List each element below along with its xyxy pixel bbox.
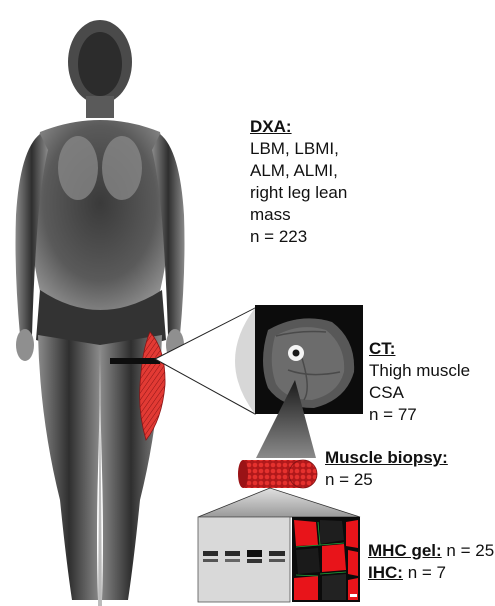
biopsy-label: Muscle biopsy: n = 25 <box>325 447 485 491</box>
mhc-heading: MHC gel: <box>368 541 442 560</box>
ct-thigh-cross-section <box>255 305 363 414</box>
ihc-heading: IHC: <box>368 563 403 582</box>
ct-line: Thigh muscle <box>369 360 489 382</box>
assay-label: MHC gel: n = 25 IHC: n = 7 <box>368 540 493 584</box>
dxa-line: LBM, LBMI, <box>250 138 390 160</box>
ihc-sample-size: n = 7 <box>408 563 446 582</box>
dxa-sample-size: n = 223 <box>250 226 390 248</box>
dxa-body-silhouette <box>16 20 185 606</box>
biopsy-sample-size: n = 25 <box>325 469 485 491</box>
dxa-label: DXA: LBM, LBMI, ALM, ALMI, right leg lea… <box>250 116 390 248</box>
dxa-line: mass <box>250 204 390 226</box>
ct-sample-size: n = 77 <box>369 404 489 426</box>
biopsy-heading: Muscle biopsy: <box>325 447 485 469</box>
biopsy-to-assay-cone <box>198 488 360 517</box>
mhc-row: MHC gel: n = 25 <box>368 540 493 562</box>
muscle-biopsy-cylinder <box>238 460 317 488</box>
dxa-line: right leg lean <box>250 182 390 204</box>
ct-label: CT: Thigh muscle CSA n = 77 <box>369 338 489 426</box>
ihc-row: IHC: n = 7 <box>368 562 493 584</box>
ct-heading: CT: <box>369 338 489 360</box>
ihc-fiber-image <box>292 517 360 602</box>
ct-line: CSA <box>369 382 489 404</box>
dxa-line: ALM, ALMI, <box>250 160 390 182</box>
dxa-heading: DXA: <box>250 116 390 138</box>
mhc-gel-image <box>198 517 290 602</box>
ct-slice-marker <box>110 358 160 364</box>
mhc-sample-size: n = 25 <box>446 541 494 560</box>
